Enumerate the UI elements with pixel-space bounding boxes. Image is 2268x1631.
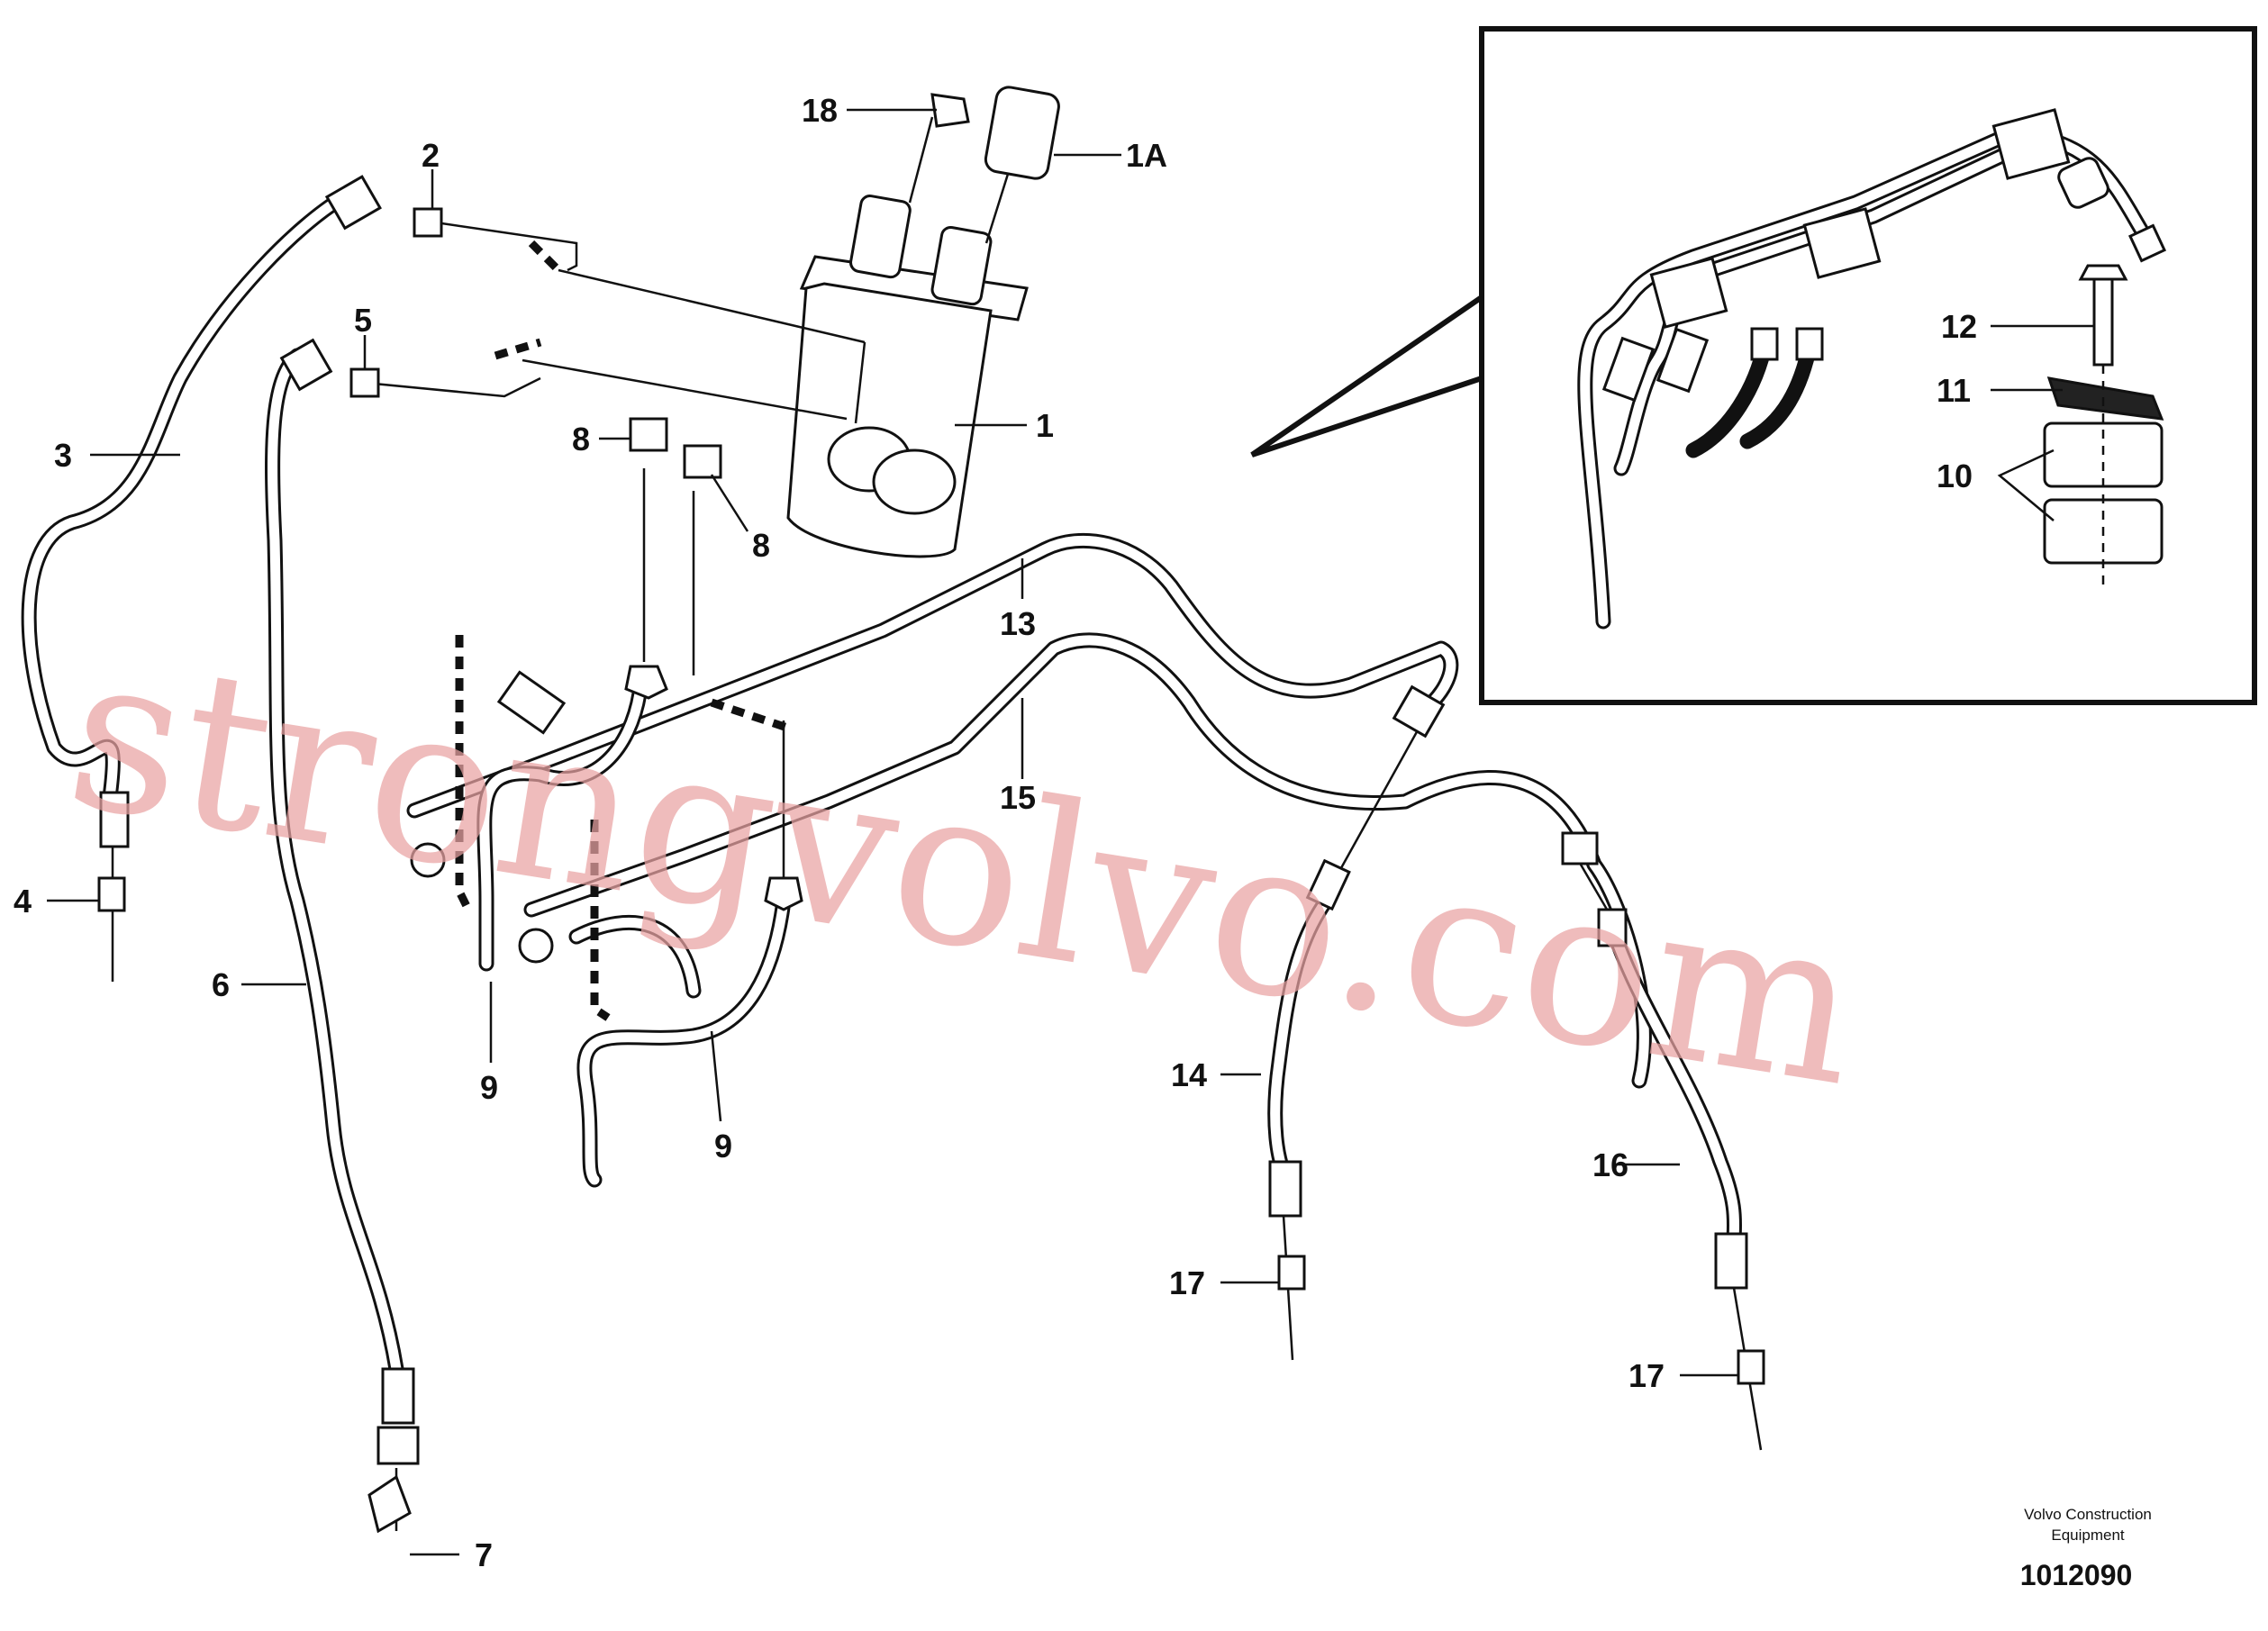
callout-18: 18 bbox=[802, 92, 838, 129]
callout-8a: 8 bbox=[572, 421, 590, 458]
hydraulic-cylinder-1 bbox=[786, 86, 1060, 558]
detail-inset bbox=[1250, 26, 2257, 705]
callout-14: 14 bbox=[1171, 1056, 1207, 1093]
callout-17a: 17 bbox=[1169, 1264, 1205, 1301]
credit-line-2: Equipment bbox=[2051, 1527, 2125, 1544]
credit-line-1: Volvo Construction bbox=[2024, 1506, 2152, 1523]
callout-2: 2 bbox=[422, 137, 440, 174]
callout-4: 4 bbox=[14, 883, 32, 920]
hose-6 bbox=[265, 338, 420, 1465]
callout-9a: 9 bbox=[480, 1069, 498, 1106]
brackets bbox=[455, 240, 794, 1021]
callouts: 18 1A 2 5 1 3 8 8 13 15 4 6 9 9 14 16 17… bbox=[14, 92, 1977, 1573]
leader-lines bbox=[47, 108, 2094, 1556]
fittings bbox=[97, 207, 1765, 1534]
callout-9b: 9 bbox=[714, 1128, 732, 1164]
hose-16 bbox=[1604, 920, 1748, 1290]
tube-13 bbox=[406, 532, 1459, 819]
callout-12: 12 bbox=[1941, 308, 1977, 345]
callout-1: 1 bbox=[1036, 407, 1054, 444]
hose-9 bbox=[476, 685, 792, 1188]
callout-15: 15 bbox=[1000, 779, 1036, 816]
hose-14 bbox=[1267, 883, 1341, 1218]
callout-11: 11 bbox=[1937, 372, 1971, 409]
callout-5: 5 bbox=[354, 302, 372, 339]
callout-16: 16 bbox=[1592, 1146, 1628, 1183]
callout-10: 10 bbox=[1937, 458, 1973, 494]
callout-3: 3 bbox=[54, 437, 72, 474]
drawing-code: 1012090 bbox=[2020, 1559, 2133, 1591]
callout-7: 7 bbox=[475, 1536, 493, 1573]
callout-17b: 17 bbox=[1628, 1357, 1665, 1394]
callout-13: 13 bbox=[1000, 605, 1036, 642]
callout-6: 6 bbox=[212, 966, 230, 1003]
callout-1A: 1A bbox=[1126, 137, 1167, 174]
credit-block: Volvo Construction Equipment 1012090 bbox=[2020, 1506, 2152, 1591]
hose-3 bbox=[21, 175, 382, 848]
callout-8b: 8 bbox=[752, 527, 770, 564]
